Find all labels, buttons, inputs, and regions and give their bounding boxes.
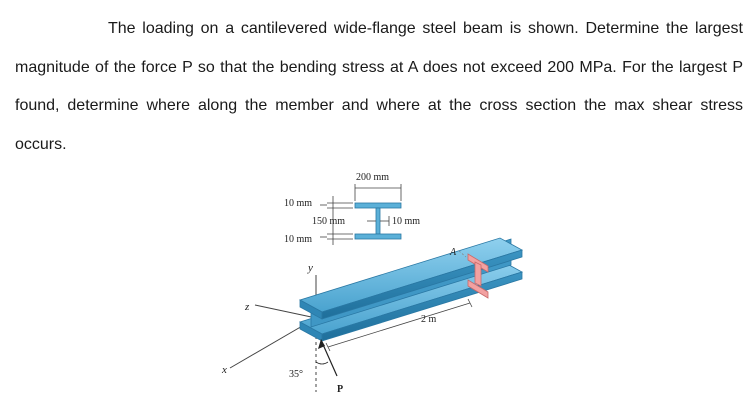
force-p-label: P (337, 384, 343, 395)
dim-left (320, 196, 353, 245)
beam (298, 237, 524, 342)
force-p-arrow (315, 339, 338, 377)
dim-10mm-top-label: 10 mm (284, 198, 312, 209)
section-a-highlight (467, 253, 489, 299)
cross-section (354, 202, 402, 240)
length-dimension (325, 298, 473, 352)
axis-x-label: x (221, 364, 227, 376)
dim-web (367, 216, 390, 226)
length-label: 2 m (421, 314, 437, 325)
dim-150mm-label: 150 mm (312, 216, 345, 227)
angle-label: 35° (289, 369, 303, 380)
problem-statement: The loading on a cantilevered wide-flang… (15, 20, 743, 153)
dim-10mm-bottom-label: 10 mm (284, 234, 312, 245)
dim-200mm-label: 200 mm (356, 172, 389, 183)
axis-z-label: z (244, 301, 250, 313)
dim-200mm (354, 184, 402, 201)
axis-y-label: y (307, 262, 313, 274)
dim-web-label: 10 mm (392, 216, 420, 227)
section-a-dash (458, 250, 467, 258)
coordinate-axes (229, 275, 317, 392)
point-a-label: A (449, 247, 457, 258)
